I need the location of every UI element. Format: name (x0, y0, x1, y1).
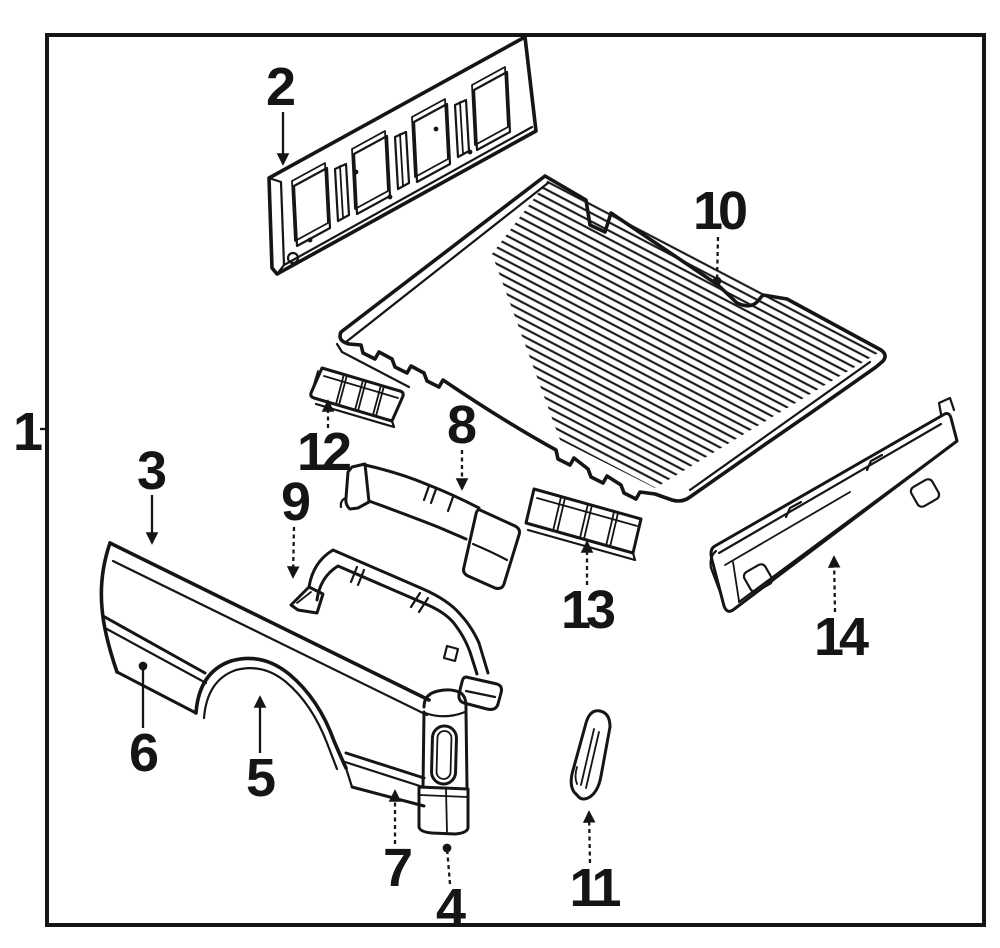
callout-label-4: 4 (436, 878, 466, 938)
part-wheelhouse-outer (289, 548, 503, 711)
callout-labels: 1 2 3 4 5 6 7 8 9 10 11 12 13 14 (13, 57, 874, 938)
part-rear-cross-sill (709, 396, 959, 613)
callout-label-9: 9 (281, 472, 311, 532)
callout-leader-4 (442, 843, 452, 885)
callout-label-1: 1 (13, 402, 43, 462)
callout-label-11: 11 (569, 858, 620, 918)
part-rear-pillar (417, 688, 470, 836)
part-side-panel (99, 541, 431, 808)
callout-leader-11 (582, 810, 596, 864)
callout-label-5: 5 (246, 748, 276, 808)
callout-label-7: 7 (383, 838, 413, 898)
callout-label-8: 8 (447, 395, 477, 455)
callout-label-2: 2 (266, 57, 296, 117)
assembly-frame (45, 33, 986, 927)
callout-leader-14 (827, 555, 841, 613)
callout-leader-9 (286, 526, 300, 579)
part-front-panel (267, 35, 538, 276)
callout-label-12: 12 (297, 422, 350, 482)
part-floor-support-front (309, 366, 405, 429)
callout-label-13: 13 (561, 580, 615, 640)
part-floor-support-rear (524, 487, 643, 562)
callout-label-3: 3 (137, 441, 167, 501)
callout-label-10: 10 (693, 181, 746, 241)
part-floor-panel (335, 174, 887, 503)
callout-leaders (40, 112, 841, 885)
callout-label-6: 6 (129, 723, 159, 783)
part-wheelhouse-inner (339, 462, 521, 590)
part-filler-strip (569, 709, 612, 801)
callout-label-14: 14 (814, 607, 869, 667)
